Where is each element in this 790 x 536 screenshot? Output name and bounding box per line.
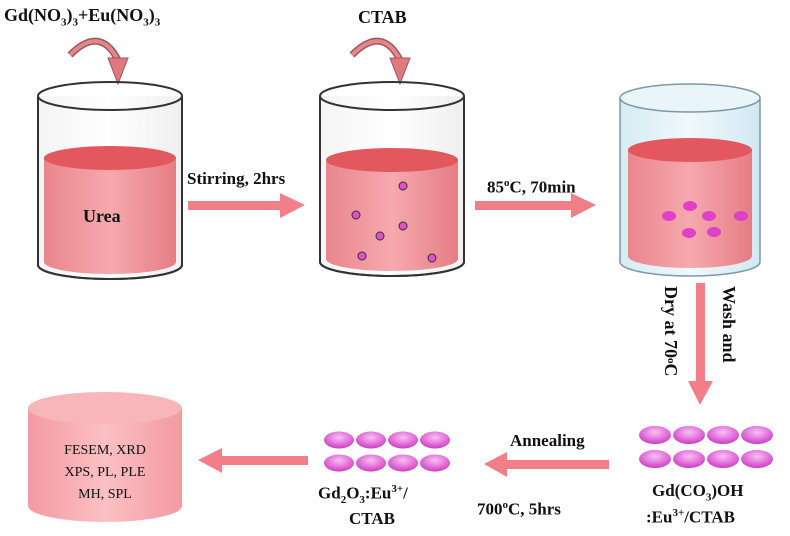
final-particles xyxy=(324,431,450,472)
beaker-ctab xyxy=(319,81,465,277)
characterization-item: XPS, PL, PLE xyxy=(64,465,146,480)
characterization-list: FESEM, XRD XPS, PL, PLE MH, SPL xyxy=(40,440,170,506)
particles xyxy=(662,201,748,238)
characterization-item: MH, SPL xyxy=(78,487,132,502)
add-ctab-arrow xyxy=(349,37,411,86)
intermediate-particles xyxy=(639,426,773,468)
heating-label: 85oC, 70min xyxy=(487,177,576,197)
beaker-heated xyxy=(619,83,761,277)
arrow-characterization xyxy=(198,448,308,473)
anneal-condition-label: 700oC, 5hrs xyxy=(477,499,561,519)
arrow-heating xyxy=(475,193,596,218)
characterization-drum xyxy=(28,392,182,522)
particles xyxy=(351,181,437,263)
dry-label: Dry at 70oC xyxy=(661,286,681,377)
arrow-annealing xyxy=(484,452,609,477)
final-product-label-line2: CTAB xyxy=(349,509,395,528)
stirring-label: Stirring, 2hrs xyxy=(187,169,286,188)
add-nitrates-arrow xyxy=(67,37,129,86)
characterization-item: FESEM, XRD xyxy=(64,443,146,458)
beaker-urea xyxy=(37,81,183,280)
urea-label: Urea xyxy=(83,206,121,226)
intermediate-product-label-line2: :Eu3+/CTAB xyxy=(646,507,735,527)
arrow-wash-dry xyxy=(688,283,713,405)
final-product-label: Gd2O3:Eu3+/ xyxy=(318,483,408,507)
ctab-label: CTAB xyxy=(358,7,407,27)
arrow-stirring xyxy=(188,193,305,218)
intermediate-product-label: Gd(CO3)OH xyxy=(652,481,744,504)
nitrates-label: Gd(NO3)3+Eu(NO3)3 xyxy=(4,5,161,29)
wash-label: Wash and xyxy=(719,286,739,363)
annealing-label: Annealing xyxy=(510,431,585,450)
